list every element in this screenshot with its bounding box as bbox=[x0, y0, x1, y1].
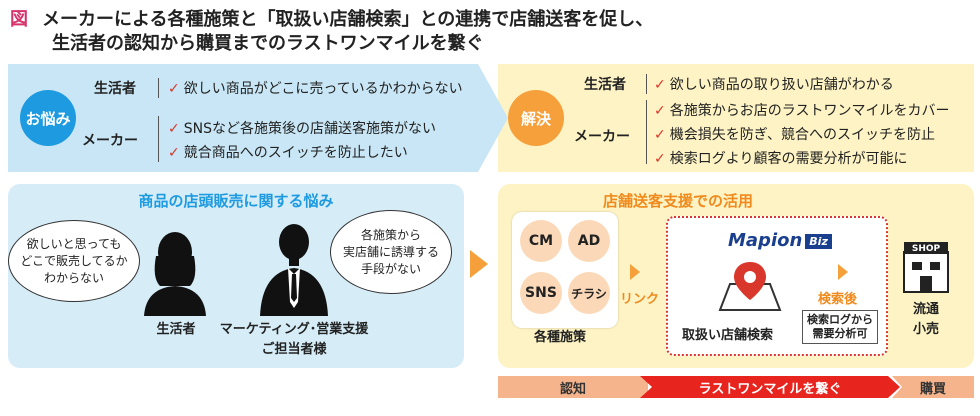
marketing-person-silhouette-icon bbox=[260, 224, 328, 316]
problem-maker-role: メーカー bbox=[82, 133, 138, 149]
retail-label: 流通 小売 bbox=[912, 302, 939, 337]
media-ad: AD bbox=[568, 220, 610, 262]
figure-title: 図メーカーによる各種施策と「取扱い店舗検索」との連携で店舗送客を促し、 生活者の… bbox=[10, 8, 910, 56]
problem-consumer-role: 生活者 bbox=[94, 81, 136, 97]
problem-background bbox=[8, 64, 508, 172]
solution-consumer-role: 生活者 bbox=[584, 77, 626, 93]
check-icon: ✓ bbox=[168, 145, 180, 161]
store-traffic-support-panel: 店舗送客支援での活用 CM AD SNS チラシ 各種施策 リンク Mapion… bbox=[498, 184, 974, 368]
media-label: 各種施策 bbox=[534, 330, 587, 345]
store-search-label: 取扱い店舗検索 bbox=[682, 328, 774, 343]
problem-maker-item: ✓競合商品へのスイッチを防止したい bbox=[168, 145, 408, 161]
divider bbox=[158, 116, 159, 162]
solution-consumer-item: ✓欲しい商品の取り扱い店舗がわかる bbox=[654, 77, 894, 93]
check-icon: ✓ bbox=[654, 151, 666, 167]
figure-label: 図 bbox=[10, 9, 28, 30]
marketing-speech-bubble: 各施策から 実店舗に誘導する 手段がない bbox=[330, 210, 452, 294]
media-flyer: チラシ bbox=[568, 272, 610, 314]
solution-maker-item: ✓機会損失を防ぎ、競合へのスイッチを防止 bbox=[654, 127, 936, 143]
chevron-right-icon bbox=[838, 264, 848, 280]
divider bbox=[646, 100, 647, 164]
solution-maker-item: ✓検索ログより顧客の需要分析が可能に bbox=[654, 151, 908, 167]
consumer-label: 生活者 bbox=[156, 322, 196, 337]
check-icon: ✓ bbox=[654, 127, 666, 143]
solution-background bbox=[498, 64, 974, 172]
consumer-silhouette-icon bbox=[144, 232, 206, 316]
problem-maker-item: ✓SNSなど各施策後の店舗送客施策がない bbox=[168, 121, 436, 137]
flow-arrow-icon bbox=[470, 250, 488, 278]
consumer-speech-bubble: 欲しいと思っても どこで販売してるか わからない bbox=[8, 220, 140, 302]
marketing-label: マーケティング･営業支援 ご担当者様 bbox=[219, 322, 369, 357]
check-icon: ✓ bbox=[168, 121, 180, 137]
solution-maker-role: メーカー bbox=[574, 129, 630, 145]
divider bbox=[646, 74, 647, 94]
media-channels-box: CM AD SNS チラシ bbox=[512, 212, 618, 328]
problem-badge: お悩み bbox=[20, 90, 76, 146]
chevron-right-icon bbox=[630, 264, 640, 280]
media-sns: SNS bbox=[520, 272, 562, 314]
right-panel-title: 店舗送客支援での活用 bbox=[602, 192, 753, 210]
flow-stage-recognition: 認知 bbox=[498, 376, 648, 398]
store-sales-concerns-panel: 商品の店頭販売に関する悩み 欲しいと思っても どこで販売してるか わからない 各… bbox=[8, 184, 464, 368]
left-panel-title: 商品の店頭販売に関する悩み bbox=[138, 192, 334, 210]
problem-solution-band: お悩み 生活者 ✓欲しい商品がどこに売っているかわからない メーカー ✓SNSな… bbox=[8, 64, 974, 172]
problem-consumer-item: ✓欲しい商品がどこに売っているかわからない bbox=[168, 81, 463, 97]
search-log-box: 検索ログから 需要分析可 bbox=[802, 310, 878, 344]
divider bbox=[158, 78, 159, 98]
title-line-2: 生活者の認知から購買までのラストワンマイルを繋ぐ bbox=[52, 33, 484, 54]
shop-sign-text: SHOP bbox=[912, 244, 941, 254]
check-icon: ✓ bbox=[654, 77, 666, 93]
media-cm: CM bbox=[520, 220, 562, 262]
check-icon: ✓ bbox=[654, 103, 666, 119]
shop-icon: SHOP bbox=[903, 242, 949, 293]
solution-badge: 解決 bbox=[508, 90, 564, 146]
solution-maker-item: ✓各施策からお店のラストワンマイルをカバー bbox=[654, 103, 950, 119]
map-pin-icon bbox=[718, 262, 782, 311]
check-icon: ✓ bbox=[168, 81, 180, 97]
link-label: リンク bbox=[620, 292, 660, 307]
title-line-1: メーカーによる各種施策と「取扱い店舗検索」との連携で店舗送客を促し、 bbox=[42, 9, 654, 30]
after-search-label: 検索後 bbox=[818, 292, 858, 307]
flow-stage-purchase: 購買 bbox=[892, 376, 974, 398]
flow-stage-last-mile: ラストワンマイルを繋ぐ bbox=[640, 376, 900, 398]
